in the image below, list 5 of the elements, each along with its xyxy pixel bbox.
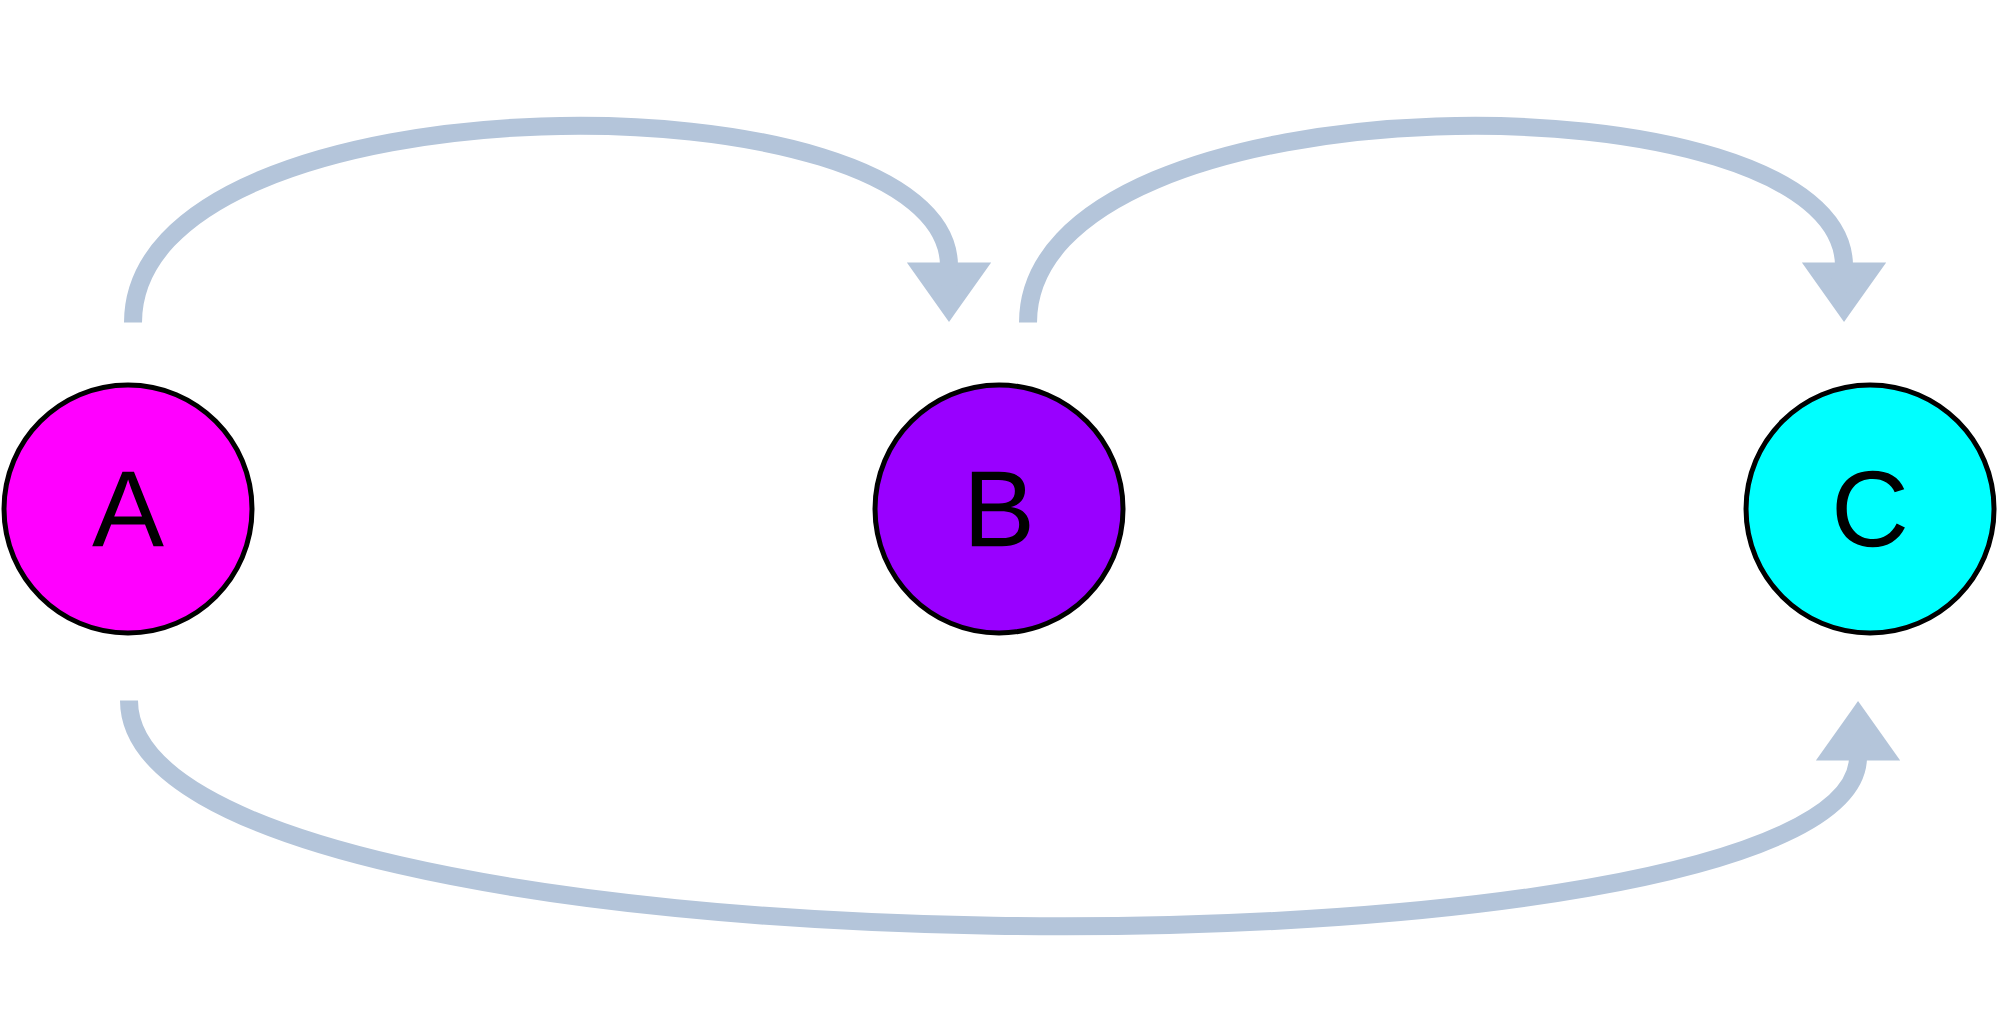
circle-node: A: [1, 382, 255, 636]
curved-arrow: [1019, 117, 1887, 325]
curved-arrow: [124, 117, 992, 325]
circle-node: B: [872, 382, 1126, 636]
circle-node: C: [1743, 382, 1997, 636]
